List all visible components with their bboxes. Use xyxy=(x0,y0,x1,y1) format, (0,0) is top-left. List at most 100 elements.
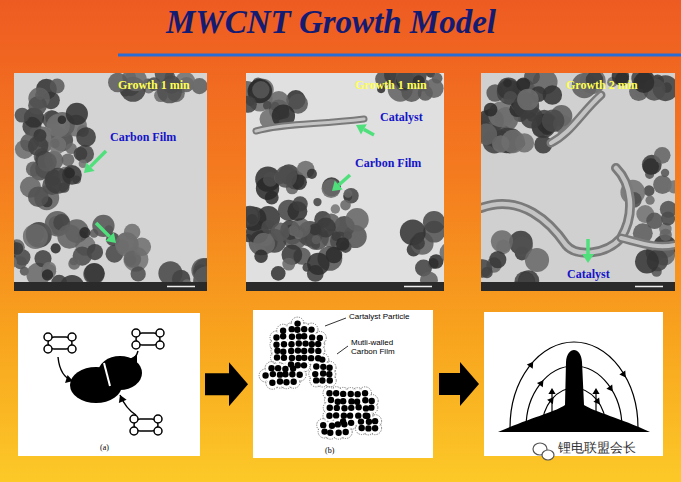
particle-blob xyxy=(84,263,105,284)
particle-blob xyxy=(49,136,67,154)
scale-bar xyxy=(635,286,663,288)
catalyst-particle xyxy=(280,348,286,354)
particle-blob xyxy=(635,250,659,274)
particle-blob xyxy=(423,211,444,233)
catalyst-particle xyxy=(294,327,300,333)
catalyst-particle xyxy=(362,390,368,396)
slide-title: MWCNT Growth Model xyxy=(0,4,662,41)
particle-blob xyxy=(28,136,48,156)
catalyst-particle xyxy=(363,405,369,411)
catalyst-particle xyxy=(296,372,302,378)
catalyst-particle xyxy=(369,398,375,404)
molecule-atom xyxy=(44,333,52,341)
catalyst-particle xyxy=(289,334,295,340)
part-label: Cartalyst Particle xyxy=(349,312,409,321)
growth-schematic xyxy=(484,312,663,456)
particle-blob xyxy=(47,114,70,137)
catalyst-particle xyxy=(313,377,319,383)
catalyst-particle xyxy=(280,328,286,334)
arrow-head xyxy=(105,232,116,243)
catalyst-particle xyxy=(372,425,378,431)
catalyst-particle xyxy=(343,429,349,435)
particle-blob xyxy=(307,169,317,179)
particle-blob xyxy=(661,169,669,177)
pointer-arrow xyxy=(90,151,106,167)
info-bar xyxy=(246,282,444,291)
particle-blob xyxy=(336,237,349,250)
pointer-arrow xyxy=(586,239,590,254)
film-gap xyxy=(294,370,304,380)
molecule-atom xyxy=(44,345,52,353)
particle-blob xyxy=(42,269,53,280)
particle-blob xyxy=(313,198,321,206)
catalyst-particle xyxy=(312,371,318,377)
arrow-head xyxy=(582,254,594,263)
particle-blob xyxy=(331,204,340,213)
catalyst-particle xyxy=(301,348,307,354)
panel-letter: (b) xyxy=(325,446,334,455)
catalyst-particle xyxy=(340,398,346,404)
particle-blob xyxy=(76,127,96,147)
watermark-icon xyxy=(533,443,554,460)
particle-blob xyxy=(345,208,368,231)
catalyst-particle xyxy=(309,341,315,347)
panel-art xyxy=(14,73,207,291)
nanotube-wall xyxy=(256,119,364,131)
particle-blob xyxy=(23,224,48,249)
info-bar xyxy=(14,282,207,291)
particle-blob xyxy=(247,214,257,224)
catalyst-particle xyxy=(328,397,334,403)
micrograph-panel: Growth 1 minCatalystCarbon Film xyxy=(246,73,444,291)
particle-blob xyxy=(660,229,672,241)
particle-blob xyxy=(79,227,90,238)
callout-label: Carbon Film xyxy=(110,131,176,145)
nanotube-core xyxy=(621,238,675,246)
arrow-head xyxy=(527,362,533,369)
particle-blob xyxy=(660,201,675,218)
particle-blob xyxy=(131,266,146,281)
info-bar xyxy=(481,282,675,291)
catalyst-particle xyxy=(327,430,333,436)
catalyst-particle xyxy=(348,398,354,404)
catalyst-particle xyxy=(341,421,347,427)
particle-blob xyxy=(263,101,272,110)
particle-blob xyxy=(291,218,311,238)
catalyst-particle xyxy=(321,428,327,434)
particle-blob xyxy=(489,251,506,268)
pointer-arrow xyxy=(339,175,350,185)
catalyst-particle xyxy=(281,341,287,347)
catalyst-particle xyxy=(327,377,333,383)
catalyst-particle xyxy=(326,390,332,396)
arrow-head xyxy=(619,370,625,377)
particle-blob xyxy=(62,165,82,185)
particle-blob xyxy=(292,196,307,211)
catalyst-particle xyxy=(355,412,361,418)
catalyst-particle xyxy=(327,405,333,411)
flow-arrow xyxy=(58,357,73,381)
catalyst-particle xyxy=(333,412,339,418)
catalyst-particle xyxy=(326,371,332,377)
catalyst-particle xyxy=(315,348,321,354)
particle-blob xyxy=(440,242,444,263)
catalyst-particle xyxy=(329,423,335,429)
particle-blob xyxy=(424,79,443,98)
time-label: Growth 1 min xyxy=(355,79,427,93)
catalyst-particle xyxy=(326,365,332,371)
particle-blob xyxy=(667,180,675,193)
arrow-head xyxy=(332,181,343,191)
catalyst-particle xyxy=(301,355,307,361)
particle-blob xyxy=(246,234,252,242)
particle-blob xyxy=(58,116,66,124)
catalyst-particle xyxy=(326,413,332,419)
particle-blob xyxy=(57,224,81,248)
callout-label: Carbon Film xyxy=(355,157,421,171)
catalyst-particle xyxy=(295,347,301,353)
arrow-head xyxy=(547,397,553,404)
particle-blob xyxy=(66,103,88,125)
particle-blob xyxy=(525,248,549,272)
flow-line xyxy=(551,392,552,412)
particle-blob xyxy=(50,78,65,93)
catalyst-particle xyxy=(294,320,300,326)
catalyst-particle xyxy=(358,418,364,424)
particle-blob xyxy=(92,215,114,237)
